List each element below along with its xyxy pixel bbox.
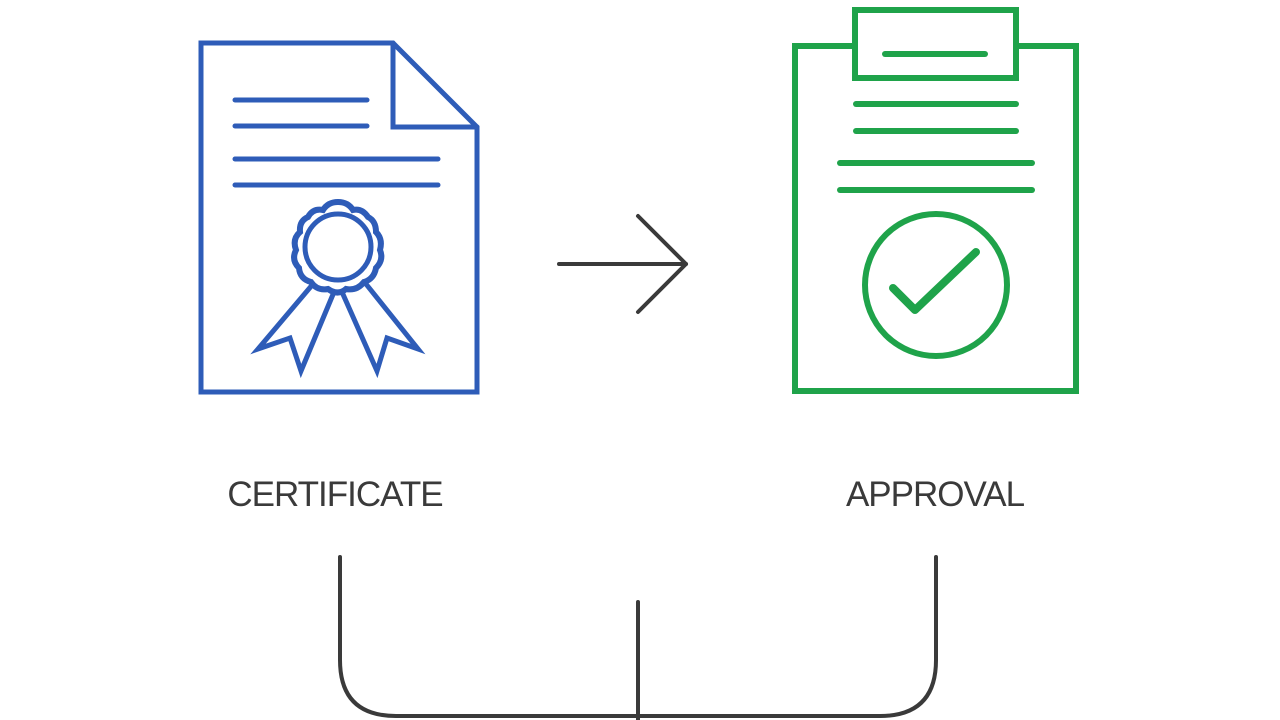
document-outline	[198, 40, 480, 395]
approval-clipboard-icon	[792, 7, 1079, 394]
seal-rosette	[291, 198, 385, 296]
clipboard-clip	[852, 7, 1019, 81]
check-circle	[862, 211, 1010, 359]
seal-ribbon-right	[339, 281, 426, 379]
certificate-label: CERTIFICATE	[227, 475, 443, 514]
seal-center	[302, 211, 374, 283]
approval-label: APPROVAL	[845, 475, 1025, 514]
clipboard-board	[792, 43, 1079, 394]
check-mark-icon	[889, 248, 980, 314]
certificate-icon	[198, 40, 480, 395]
document-fold	[390, 40, 480, 130]
bracket-connector	[338, 555, 938, 720]
seal-ribbon-left	[250, 281, 337, 379]
arrow-right-icon	[557, 214, 688, 314]
